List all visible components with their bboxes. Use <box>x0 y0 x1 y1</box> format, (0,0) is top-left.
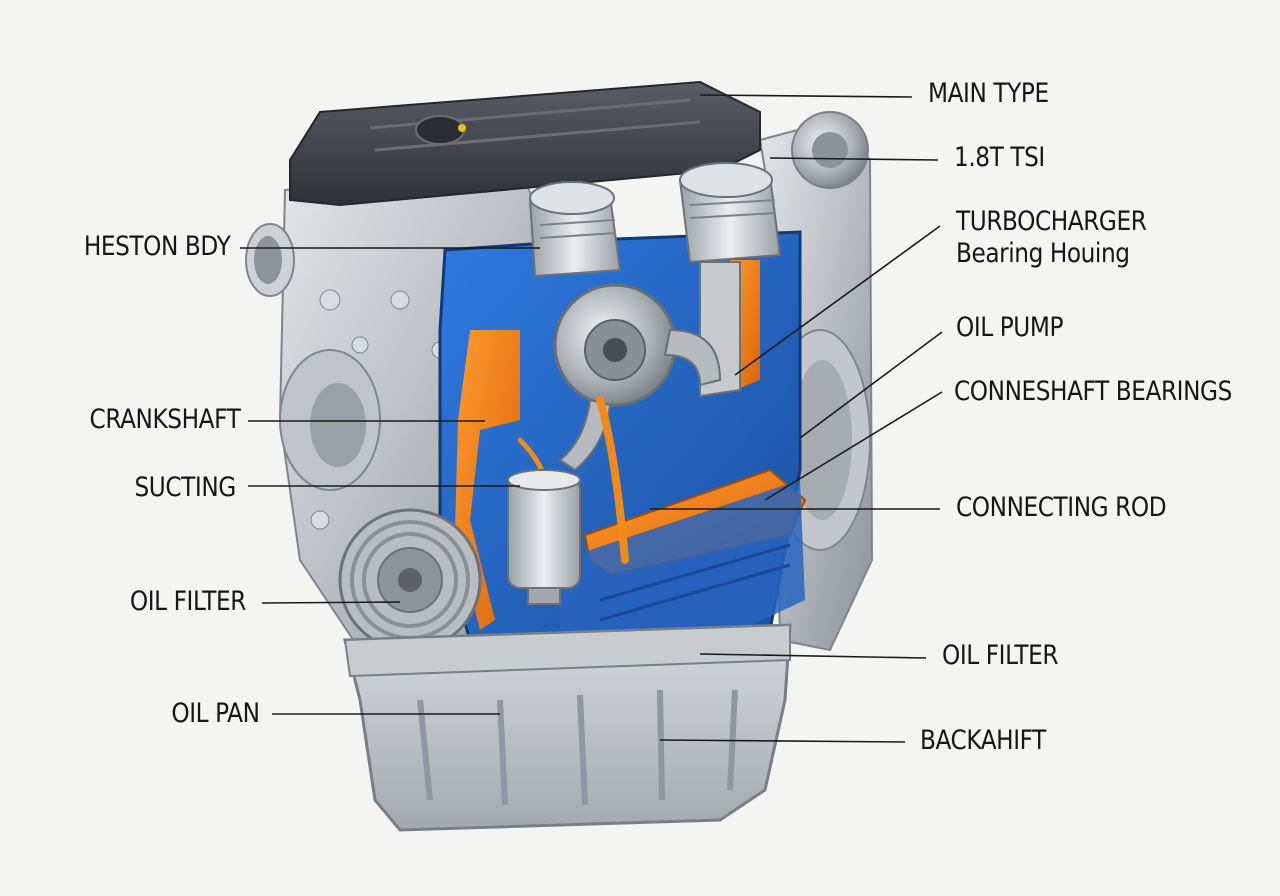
label-turbocharger: TURBOCHARGER Bearing Houing <box>956 206 1147 270</box>
label-oil-pan: OIL PAN <box>171 698 261 729</box>
label-sucting: SUCTING <box>134 472 237 503</box>
label-turbocharger-line1: TURBOCHARGER <box>956 206 1147 237</box>
label-oil-filter-right: OIL FILTER <box>942 640 1059 671</box>
label-turbocharger-line2: Bearing Houing <box>956 238 1130 269</box>
label-engine-code: 1.8T TSI <box>954 142 1045 173</box>
label-conneshaft-bearings: CONNESHAFT BEARINGS <box>954 376 1232 407</box>
label-oil-pump: OIL PUMP <box>956 312 1064 343</box>
label-connecting-rod: CONNECTING ROD <box>956 492 1167 523</box>
label-oil-filter-left: OIL FILTER <box>129 586 247 617</box>
label-backahift: BACKAHIFT <box>920 725 1046 756</box>
label-heston-body: HESTON BDY <box>83 231 230 262</box>
label-main-type: MAIN TYPE <box>928 78 1049 109</box>
label-crankshaft: CRANKSHAFT <box>89 404 240 435</box>
